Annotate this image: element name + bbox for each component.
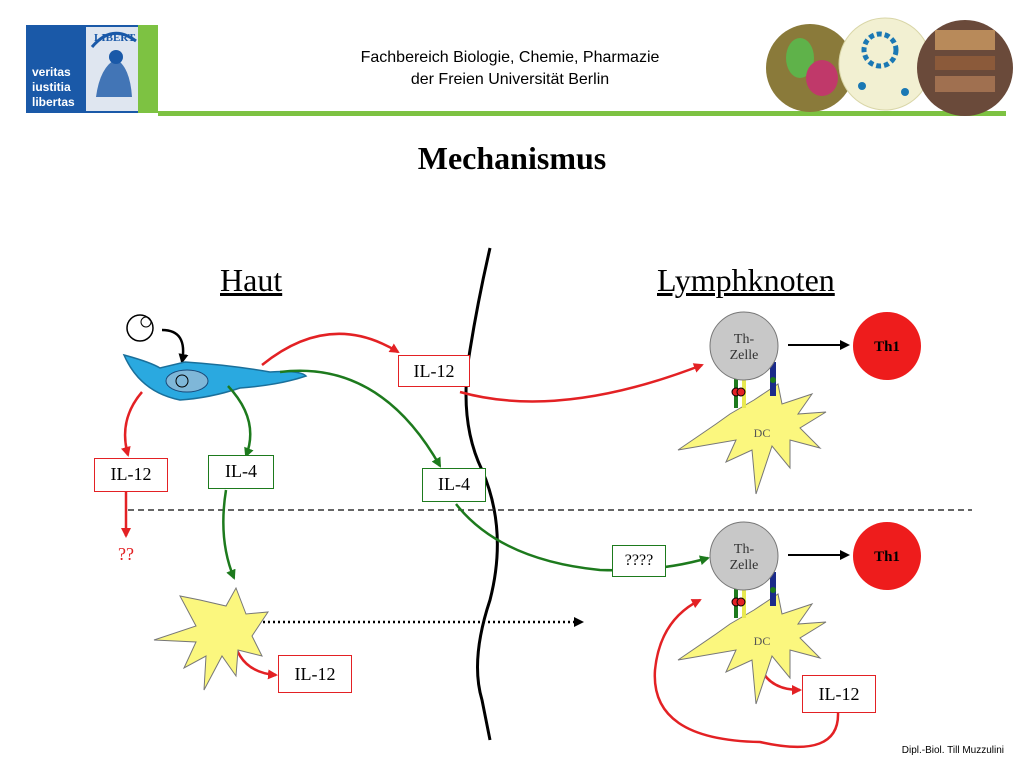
author-credit: Dipl.-Biol. Till Muzzulini — [901, 745, 1004, 756]
logo-line-veritas: veritas — [32, 65, 71, 79]
th-cell-bottom — [709, 521, 779, 591]
th1-label-top: Th1 — [874, 339, 900, 355]
receptor-complex-top — [731, 362, 776, 408]
dc-label-top: DC — [754, 426, 771, 440]
dc-label-bottom: DC — [754, 634, 771, 648]
label-unknown-cytokine: ???? — [612, 545, 666, 577]
fu-logo: veritas iustitia libertas LIBERT — [26, 25, 158, 113]
label-il12-skin-dc: IL-12 — [278, 655, 352, 693]
arrow-il4-across — [279, 369, 442, 468]
svg-text:Th-Zelle: Th-Zelle — [730, 542, 759, 573]
dendritic-cell-skin-icon — [153, 586, 269, 691]
arrow-il12-feedback — [653, 598, 840, 749]
th1-label-bottom: Th1 — [874, 549, 900, 565]
arrow-il12-local — [120, 391, 143, 457]
receptor-complex-bottom — [731, 572, 776, 618]
label-il4-mid: IL-4 — [422, 468, 486, 502]
label-il4-left: IL-4 — [208, 455, 274, 489]
arrow-il12-to-th — [459, 363, 704, 403]
dendritic-cell-lymph-top-icon — [677, 383, 827, 495]
slide-title: Mechanismus — [417, 140, 607, 176]
arrow-il4-down — [227, 385, 254, 458]
antigen-icon — [126, 314, 154, 342]
header-photos — [766, 17, 1013, 116]
logo-green-stripe — [138, 25, 158, 113]
svg-text:Th-Zelle: Th-Zelle — [730, 332, 759, 363]
institution-line-1: Fachbereich Biologie, Chemie, Pharmazie — [360, 49, 660, 66]
region-label-haut: Haut — [220, 262, 283, 298]
th-cell-top-label-1: Th- — [734, 332, 755, 347]
th1-cell-top — [853, 312, 921, 380]
arrow-il4-to-th — [455, 503, 710, 572]
th1-cell-bottom — [853, 522, 921, 590]
dendritic-cell-lymph-bottom-icon — [677, 593, 827, 705]
arrow-il4-to-dc — [222, 489, 236, 580]
logo-line-libertas: libertas — [32, 95, 75, 109]
logo-line-iustitia: iustitia — [32, 80, 71, 94]
svg-text:LIBERT: LIBERT — [94, 32, 136, 44]
region-label-lymphknoten: Lymphknoten — [657, 262, 835, 298]
label-il12-left: IL-12 — [94, 458, 168, 492]
logo-seal-icon: LIBERT — [86, 27, 138, 111]
institution-line-2: der Freien Universität Berlin — [410, 71, 610, 88]
langerhans-cell-icon — [122, 353, 308, 401]
institution-name: Fachbereich Biologie, Chemie, Pharmazie … — [270, 47, 750, 91]
arrow-il12-to-lymph — [261, 332, 400, 366]
unknown-effect-label: ?? — [118, 544, 134, 564]
label-il12-lymph-dc: IL-12 — [802, 675, 876, 713]
header-rule — [158, 111, 1006, 116]
label-il12-top: IL-12 — [398, 355, 470, 387]
logo-motto: veritas iustitia libertas — [32, 65, 75, 110]
th-cell-top — [709, 311, 779, 381]
